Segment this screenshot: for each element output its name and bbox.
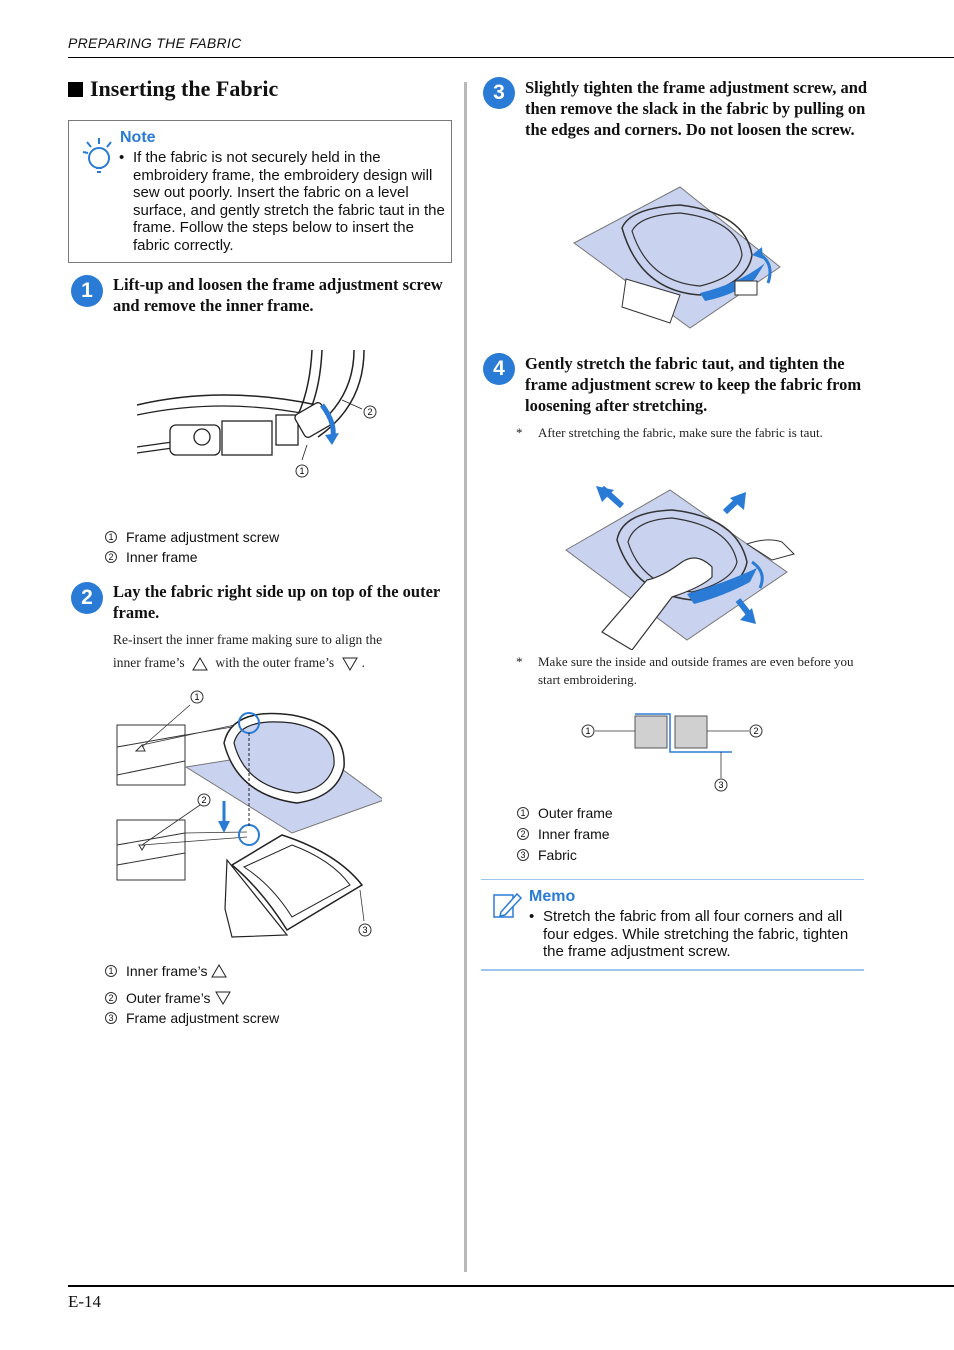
fig5-caption-3-text: Fabric — [538, 847, 577, 863]
step-2-body-period: . — [361, 655, 365, 670]
memo-bottom-rule — [481, 969, 864, 971]
fig2-caption-2-text: Outer frame’s — [126, 990, 211, 1006]
note-bullet: • If the fabric is not securely held in … — [119, 149, 445, 255]
note-title: Note — [120, 129, 156, 146]
fig2-caption-3: 3 Frame adjustment screw — [105, 1010, 279, 1026]
asterisk-icon: * — [516, 654, 523, 669]
step-2-number: 2 — [71, 582, 103, 614]
square-bullet-icon — [68, 81, 83, 97]
fig5-caption-1-num: 1 — [517, 807, 529, 819]
step-3-text: Slightly tighten the frame adjustment sc… — [525, 78, 868, 139]
fig5-callout-2: 2 — [753, 726, 758, 736]
fig1-caption-2: 2 Inner frame — [105, 549, 198, 565]
figure-stretch-fabric — [565, 485, 795, 650]
memo-bullet-text: Stretch the fabric from all four corners… — [543, 908, 849, 960]
step-1-text: Lift-up and loosen the frame adjustment … — [113, 275, 443, 315]
triangle-up-icon — [192, 656, 208, 671]
step-4-text: Gently stretch the fabric taut, and tigh… — [525, 354, 862, 415]
fig1-caption-2-text: Inner frame — [126, 549, 198, 565]
step-4-note-even-text: Make sure the inside and outside frames … — [538, 654, 854, 687]
memo-bullet: • Stretch the fabric from all four corne… — [529, 908, 854, 961]
fig2-callout-3: 3 — [362, 925, 367, 935]
fig1-callout-1: 1 — [299, 466, 304, 476]
step-4-number: 4 — [483, 353, 515, 385]
fig2-caption-2-num: 2 — [105, 992, 117, 1004]
fig2-caption-3-text: Frame adjustment screw — [126, 1010, 280, 1026]
fig5-caption-2: 2 Inner frame — [517, 826, 610, 842]
step-2-body-line-1: Re-insert the inner frame making sure to… — [113, 632, 383, 647]
header-rule — [68, 57, 954, 58]
step-2-body-line-2: inner frame’s with the outer frame’s . — [113, 651, 453, 674]
step-4-note-taut: * After stretching the fabric, make sure… — [516, 424, 856, 442]
column-divider — [464, 82, 467, 1272]
figure-loosen-screw: 1 2 — [136, 349, 377, 478]
figure-tighten-screw — [573, 186, 781, 329]
memo-top-rule — [481, 879, 864, 880]
footer-rule — [68, 1285, 954, 1287]
fig5-caption-3: 3 Fabric — [517, 847, 577, 863]
pencil-note-icon — [493, 892, 523, 918]
fig5-caption-2-text: Inner frame — [538, 826, 610, 842]
fig2-caption-2: 2 Outer frame’s — [105, 990, 235, 1006]
fig2-caption-1-text: Inner frame’s — [126, 963, 208, 979]
section-title-text: Inserting the Fabric — [90, 76, 279, 101]
note-box — [68, 120, 452, 263]
step-2-body-inner: inner frame’s — [113, 655, 185, 670]
fig5-callout-1: 1 — [585, 726, 590, 736]
step-3-number: 3 — [483, 77, 515, 109]
step-4-note-even: * Make sure the inside and outside frame… — [516, 653, 856, 689]
fig5-caption-2-num: 2 — [517, 828, 529, 840]
fig2-caption-3-num: 3 — [105, 1012, 117, 1024]
step-2-body: Re-insert the inner frame making sure to… — [113, 628, 453, 674]
fig1-caption-1-num: 1 — [105, 531, 117, 543]
note-bullet-text: If the fabric is not securely held in th… — [133, 149, 445, 254]
fig2-caption-1: 1 Inner frame’s — [105, 963, 231, 979]
fig1-caption-2-num: 2 — [105, 551, 117, 563]
fig2-caption-1-num: 1 — [105, 965, 117, 977]
fig1-callout-2: 2 — [367, 407, 372, 417]
fig5-caption-1-text: Outer frame — [538, 805, 613, 821]
triangle-down-icon — [214, 991, 231, 1005]
page-number: E-14 — [68, 1292, 102, 1311]
fig5-caption-1: 1 Outer frame — [517, 805, 613, 821]
lightbulb-icon — [82, 138, 112, 173]
memo-title: Memo — [529, 888, 576, 905]
bullet-icon: • — [119, 149, 125, 166]
fig1-caption-1: 1 Frame adjustment screw — [105, 529, 279, 545]
figure-frame-cross-section: 1 2 3 — [581, 713, 763, 792]
step-2-body-outer: with the outer frame’s — [215, 655, 335, 670]
fig5-callout-3: 3 — [718, 780, 723, 790]
triangle-down-icon — [341, 657, 358, 671]
running-header: PREPARING THE FABRIC — [68, 35, 242, 51]
figure-align-frames: 1 2 3 — [116, 690, 382, 938]
step-1-number: 1 — [71, 275, 103, 307]
fig2-callout-1: 1 — [194, 692, 199, 702]
fig5-caption-3-num: 3 — [517, 849, 529, 861]
fig1-caption-1-text: Frame adjustment screw — [126, 529, 280, 545]
bullet-icon: • — [529, 908, 535, 925]
step-4-note-taut-text: After stretching the fabric, make sure t… — [538, 425, 823, 440]
section-title: Inserting the Fabric — [68, 76, 278, 102]
fig2-callout-2: 2 — [201, 795, 206, 805]
triangle-up-icon — [211, 964, 228, 978]
asterisk-icon: * — [516, 425, 523, 440]
step-2-text: Lay the fabric right side up on top of t… — [113, 582, 440, 622]
